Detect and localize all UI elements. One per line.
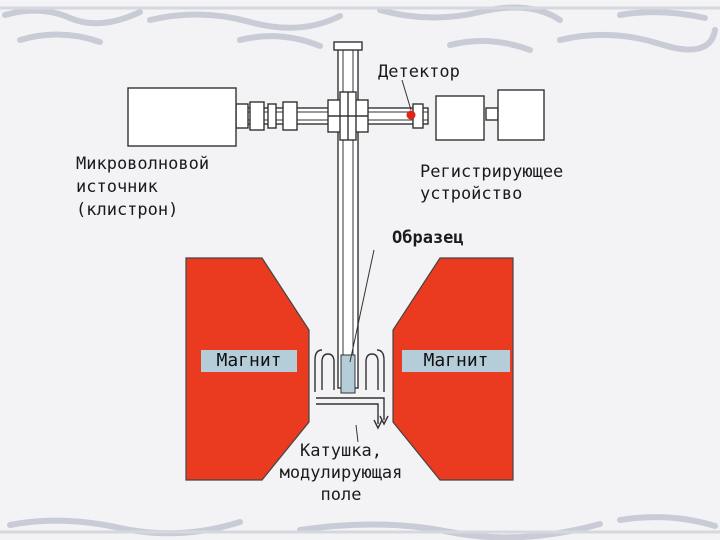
decorative-border [2,4,718,540]
magnet-left-label: Магнит [201,350,297,372]
coil-label-line2: модулирующая [279,463,403,483]
sample-label: Образец [392,228,464,248]
microwave-source-label-line3: (клистрон) [76,200,179,220]
coil-leader-line [355,424,359,443]
microwave-source-label-line2: источник [76,177,158,197]
microwave-source-label-line1: Микроволновой [76,154,210,174]
recorder-box [435,95,485,141]
decorative-border-edge [0,6,720,534]
recorder-label-line1: Регистрирующее [420,162,564,182]
sample-tube [340,354,356,394]
recorder-label-line2: устройство [420,184,523,204]
sample-leader-line [349,249,375,363]
detector-dot [406,110,416,120]
modulation-coils [314,349,389,430]
microwave-source-box [127,87,237,147]
coil-label-line3: поле [320,485,362,505]
detector-label: Детектор [378,62,460,82]
magnet-right-label: Магнит [402,350,510,372]
detector-leader-line [401,79,412,111]
recorder-box-secondary [497,89,545,141]
waveguide-junction [327,91,369,141]
coil-label-line1: Катушка, [300,441,382,461]
horizontal-waveguide [231,101,499,131]
